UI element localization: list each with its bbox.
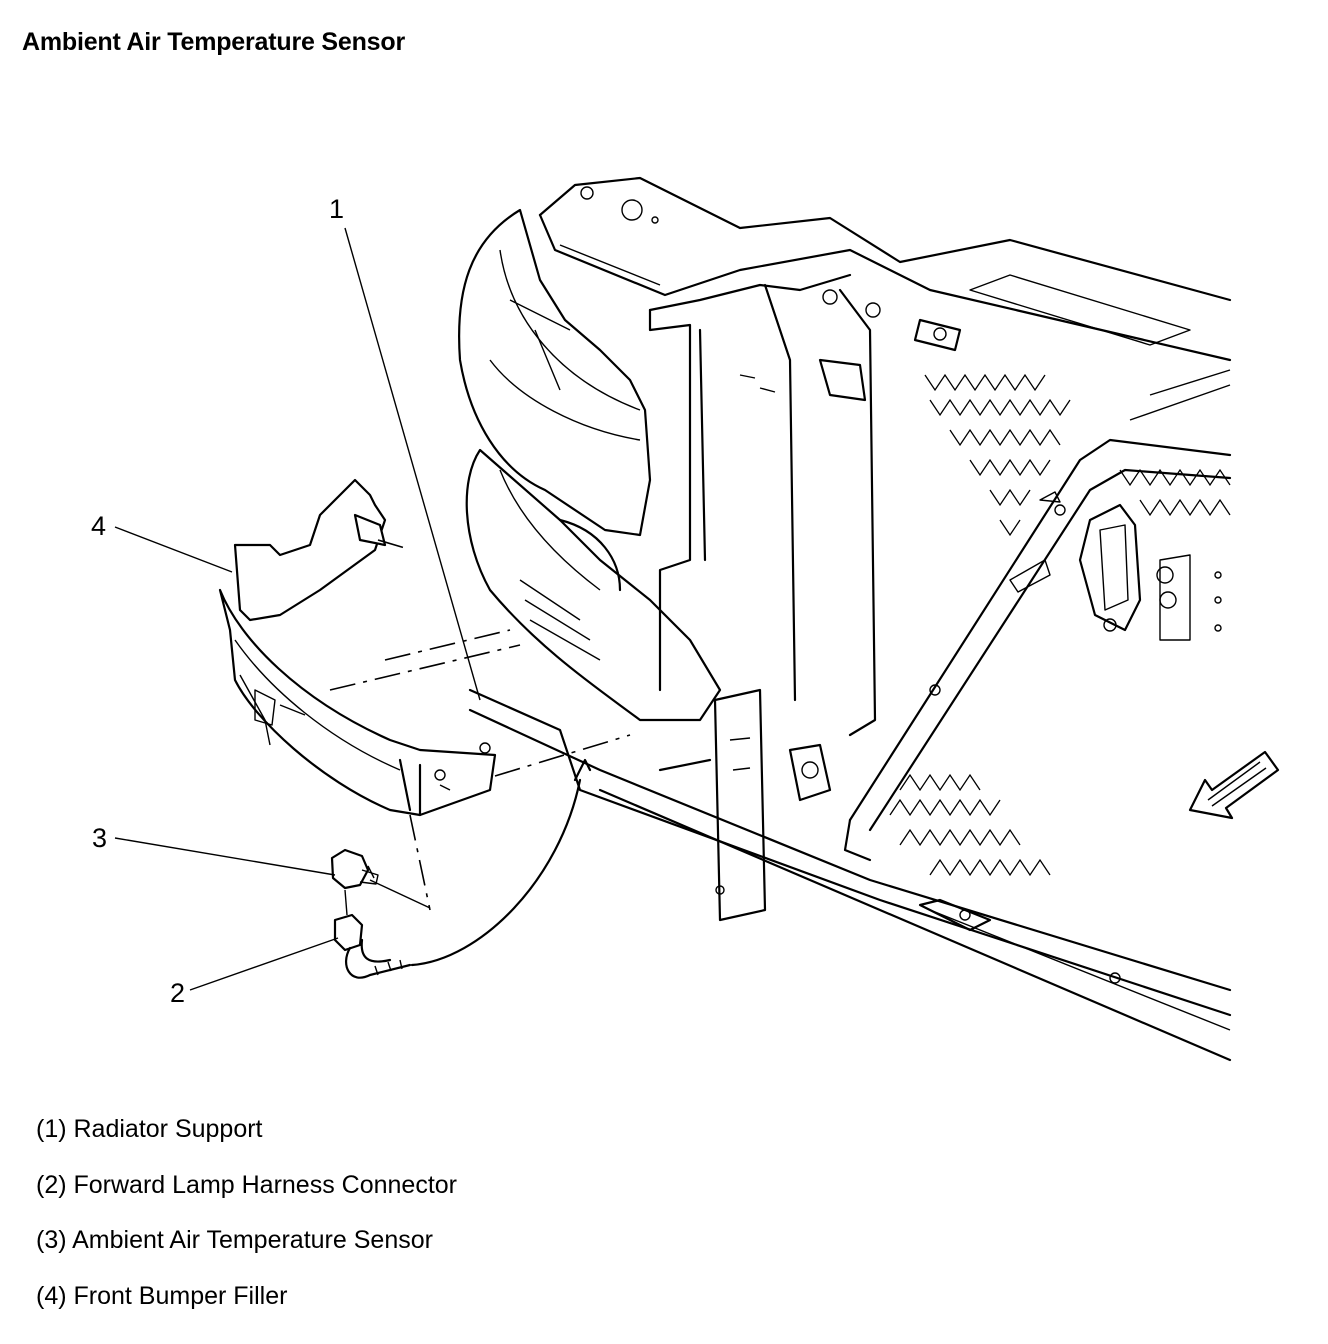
radiator-support	[468, 176, 1232, 1062]
ambient-air-temperature-sensor	[330, 848, 379, 890]
parts-legend: (1) Radiator Support (2) Forward Lamp Ha…	[36, 1115, 457, 1337]
callout-1: 1	[329, 194, 344, 224]
alignment-lines	[329, 539, 631, 911]
diagram-title: Ambient Air Temperature Sensor	[22, 28, 405, 56]
front-bumper-filler	[218, 478, 497, 817]
front-direction-arrow-icon	[1188, 750, 1280, 820]
legend-item-bumper-filler: (4) Front Bumper Filler	[36, 1281, 288, 1310]
leader-lines	[114, 227, 481, 991]
legend-item-temperature-sensor: (3) Ambient Air Temperature Sensor	[36, 1226, 433, 1254]
legend-item-harness-connector: (2) Forward Lamp Harness Connector	[36, 1170, 457, 1199]
callout-3: 3	[92, 823, 107, 853]
callout-2: 2	[170, 978, 185, 1008]
exploded-view-diagram: 1 4 3 2	[91, 176, 1280, 1062]
forward-lamp-harness-connector	[333, 758, 592, 979]
callout-4: 4	[91, 511, 106, 541]
legend-item-radiator-support: (1) Radiator Support	[36, 1115, 263, 1143]
headlamp-housing	[458, 208, 722, 722]
